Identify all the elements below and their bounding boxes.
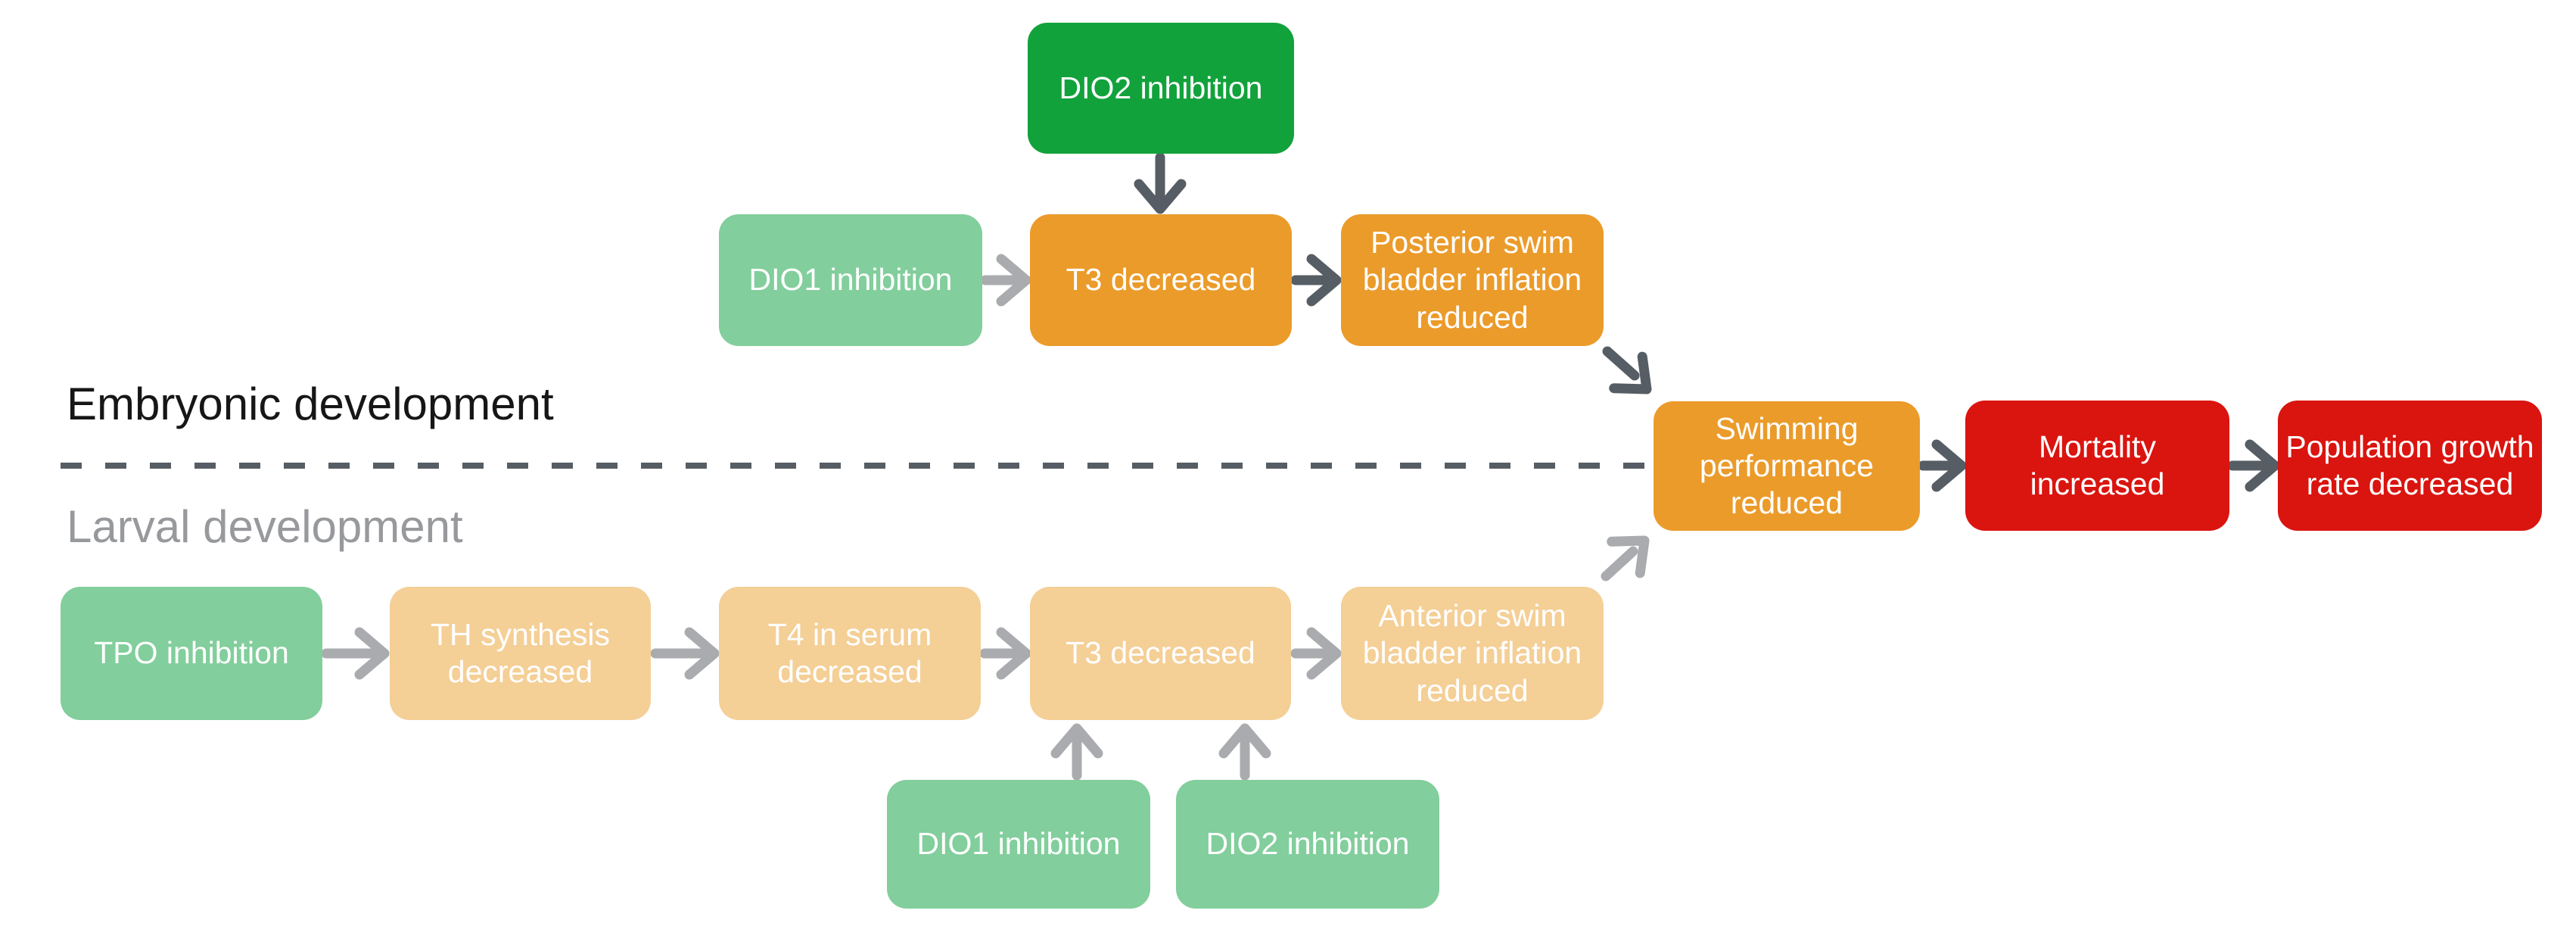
node-dio1-inhibition-embryonic: DIO1 inhibition [719, 214, 982, 346]
arrow-t4-serum-to-t3-larval [979, 627, 1031, 680]
node-dio2-inhibition-larval: DIO2 inhibition [1176, 780, 1439, 909]
node-t3-decreased-embryonic: T3 decreased [1030, 214, 1292, 346]
arrow-t3-to-anterior-swim-bladder [1290, 627, 1342, 680]
node-label: Mortality increased [2030, 429, 2165, 501]
node-swimming-performance-reduced: Swimming performance reduced [1654, 401, 1920, 531]
node-label: T3 decreased [1066, 262, 1256, 298]
node-th-synthesis-decreased: TH synthesis decreased [390, 587, 651, 720]
arrow-dio1-to-t3-embryonic [980, 254, 1031, 307]
arrow-anterior-to-swimming-performance [1601, 535, 1650, 581]
node-label: Posterior swim bladder inflation reduced [1362, 225, 1582, 335]
section-label-larval: Larval development [67, 501, 463, 552]
node-mortality-increased: Mortality increased [1965, 401, 2229, 531]
node-label: DIO2 inhibition [1059, 70, 1263, 105]
node-dio2-inhibition-embryonic: DIO2 inhibition [1028, 23, 1294, 154]
node-label: Population growth rate decreased [2285, 429, 2534, 501]
arrow-dio2-to-t3-embryonic [1134, 152, 1187, 214]
arrow-t3-to-posterior-swim-bladder [1290, 254, 1342, 307]
node-label: TPO inhibition [94, 635, 289, 671]
node-t3-decreased-larval: T3 decreased [1030, 587, 1291, 720]
node-tpo-inhibition: TPO inhibition [61, 587, 322, 720]
node-label: Anterior swim bladder inflation reduced [1362, 598, 1582, 708]
section-label-embryonic: Embryonic development [67, 379, 554, 429]
node-label: DIO1 inhibition [748, 262, 953, 298]
node-label: DIO2 inhibition [1206, 826, 1410, 862]
arrow-tpo-to-th-synthesis [321, 627, 390, 680]
node-label: T3 decreased [1066, 635, 1255, 671]
node-population-growth-rate-decreased: Population growth rate decreased [2278, 401, 2542, 531]
node-anterior-swim-bladder-inflation-reduced: Anterior swim bladder inflation reduced [1341, 587, 1604, 720]
node-label: Swimming performance reduced [1699, 410, 1874, 521]
node-dio1-inhibition-larval: DIO1 inhibition [887, 780, 1150, 909]
node-t4-in-serum-decreased: T4 in serum decreased [719, 587, 981, 720]
node-label: DIO1 inhibition [916, 826, 1121, 862]
arrow-posterior-to-swimming-performance [1602, 346, 1652, 394]
arrow-dio1-larval-to-t3 [1050, 723, 1103, 781]
node-posterior-swim-bladder-inflation-reduced: Posterior swim bladder inflation reduced [1341, 214, 1604, 346]
node-label: T4 in serum decreased [767, 616, 932, 689]
arrow-dio2-larval-to-t3 [1218, 723, 1271, 781]
arrow-swimming-to-mortality [1918, 439, 1967, 492]
arrow-mortality-to-population-growth [2227, 439, 2280, 492]
node-label: TH synthesis decreased [431, 616, 610, 689]
arrow-th-synthesis-to-t4-serum [650, 627, 720, 680]
